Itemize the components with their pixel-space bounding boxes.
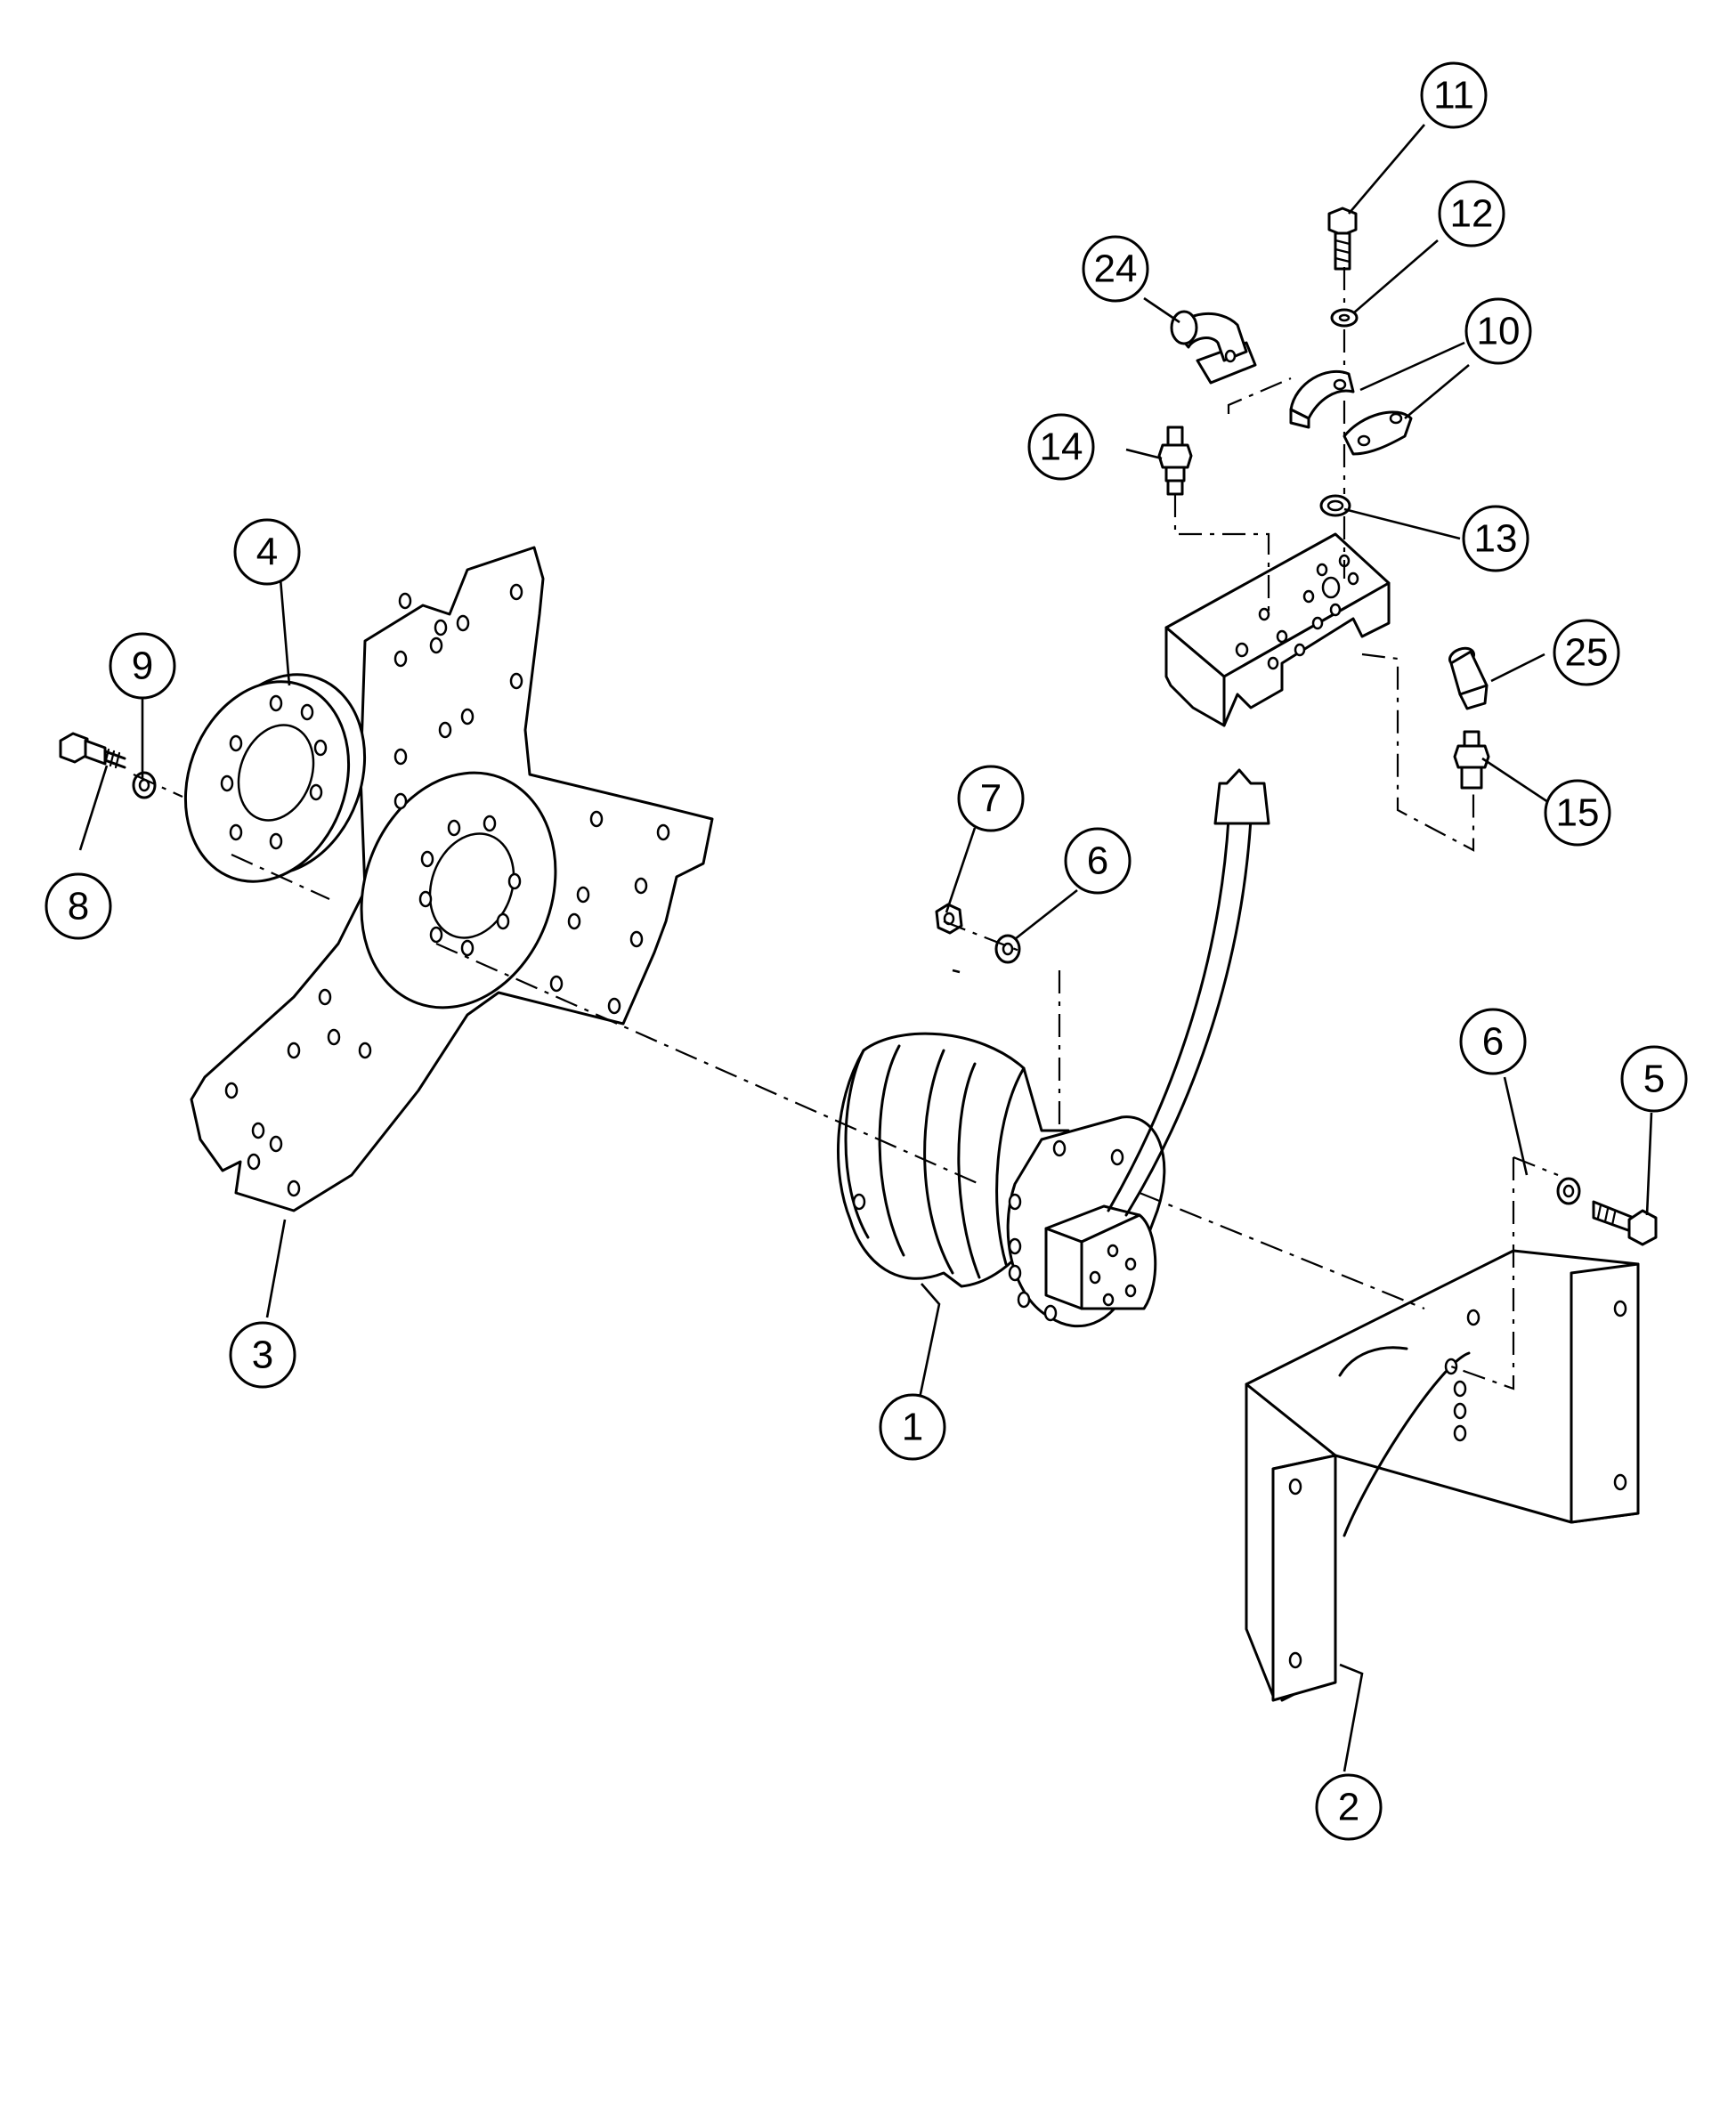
svg-text:4: 4 bbox=[256, 531, 278, 574]
callout-15: 15 bbox=[1544, 779, 1611, 847]
part-1-hydraulic-motor bbox=[837, 1032, 1166, 1328]
part-24-elbow-fitting bbox=[1170, 310, 1257, 385]
callout-6-right: 6 bbox=[1459, 1008, 1527, 1075]
part-12-washer bbox=[1330, 308, 1359, 328]
assembly-arrow bbox=[1107, 768, 1270, 1217]
svg-text:1: 1 bbox=[902, 1406, 923, 1449]
part-3-mounting-plate bbox=[190, 546, 714, 1212]
callout-11: 11 bbox=[1420, 61, 1488, 129]
svg-text:15: 15 bbox=[1556, 791, 1600, 835]
part-4-adapter-ring bbox=[183, 673, 367, 883]
callout-2: 2 bbox=[1315, 1773, 1383, 1841]
callout-25: 25 bbox=[1553, 619, 1620, 686]
callout-12: 12 bbox=[1438, 180, 1505, 247]
callout-24: 24 bbox=[1082, 235, 1149, 303]
part-13-o-ring bbox=[1319, 494, 1351, 517]
svg-text:10: 10 bbox=[1477, 310, 1521, 353]
part-9-washer bbox=[132, 771, 157, 799]
part-15-fitting bbox=[1453, 730, 1490, 790]
part-2-mounting-bracket bbox=[1245, 1249, 1640, 1702]
leader-lines bbox=[78, 124, 1653, 1772]
svg-text:6: 6 bbox=[1482, 1020, 1504, 1064]
part-10-clamp-halves bbox=[1289, 369, 1413, 456]
callout-10: 10 bbox=[1464, 297, 1532, 365]
part-7-nut bbox=[935, 903, 963, 935]
part-6-washer-right bbox=[1556, 1177, 1581, 1205]
part-6-washer-center bbox=[994, 934, 1021, 964]
callout-8: 8 bbox=[45, 872, 112, 940]
callout-4: 4 bbox=[233, 518, 301, 586]
callout-7: 7 bbox=[957, 765, 1025, 832]
callout-14: 14 bbox=[1027, 413, 1095, 481]
plate-bolt-holes bbox=[224, 583, 670, 1197]
svg-text:5: 5 bbox=[1643, 1058, 1665, 1101]
callout-5: 5 bbox=[1620, 1045, 1688, 1113]
callout-13: 13 bbox=[1462, 505, 1529, 572]
part-5-bolt bbox=[1592, 1200, 1658, 1246]
svg-text:9: 9 bbox=[132, 645, 153, 688]
assembly-center-lines bbox=[133, 267, 1559, 1390]
part-25-elbow-fitting bbox=[1448, 646, 1489, 710]
part-8-bolt bbox=[59, 732, 126, 769]
svg-text:12: 12 bbox=[1450, 192, 1494, 236]
svg-text:24: 24 bbox=[1094, 247, 1138, 291]
svg-text:14: 14 bbox=[1040, 426, 1083, 469]
svg-text:13: 13 bbox=[1474, 517, 1518, 561]
callout-1: 1 bbox=[879, 1393, 946, 1461]
part-14-fitting bbox=[1157, 426, 1193, 496]
valve-block bbox=[1164, 532, 1391, 727]
svg-text:11: 11 bbox=[1433, 74, 1474, 118]
svg-text:2: 2 bbox=[1338, 1786, 1359, 1829]
svg-text:7: 7 bbox=[980, 777, 1002, 821]
svg-text:25: 25 bbox=[1565, 631, 1609, 675]
svg-text:6: 6 bbox=[1087, 839, 1108, 883]
part-11-bolt bbox=[1327, 207, 1358, 271]
svg-text:8: 8 bbox=[68, 885, 89, 928]
callout-6-center: 6 bbox=[1064, 827, 1132, 895]
svg-text:3: 3 bbox=[252, 1334, 273, 1377]
callout-9: 9 bbox=[109, 632, 176, 700]
callout-3: 3 bbox=[229, 1321, 296, 1389]
